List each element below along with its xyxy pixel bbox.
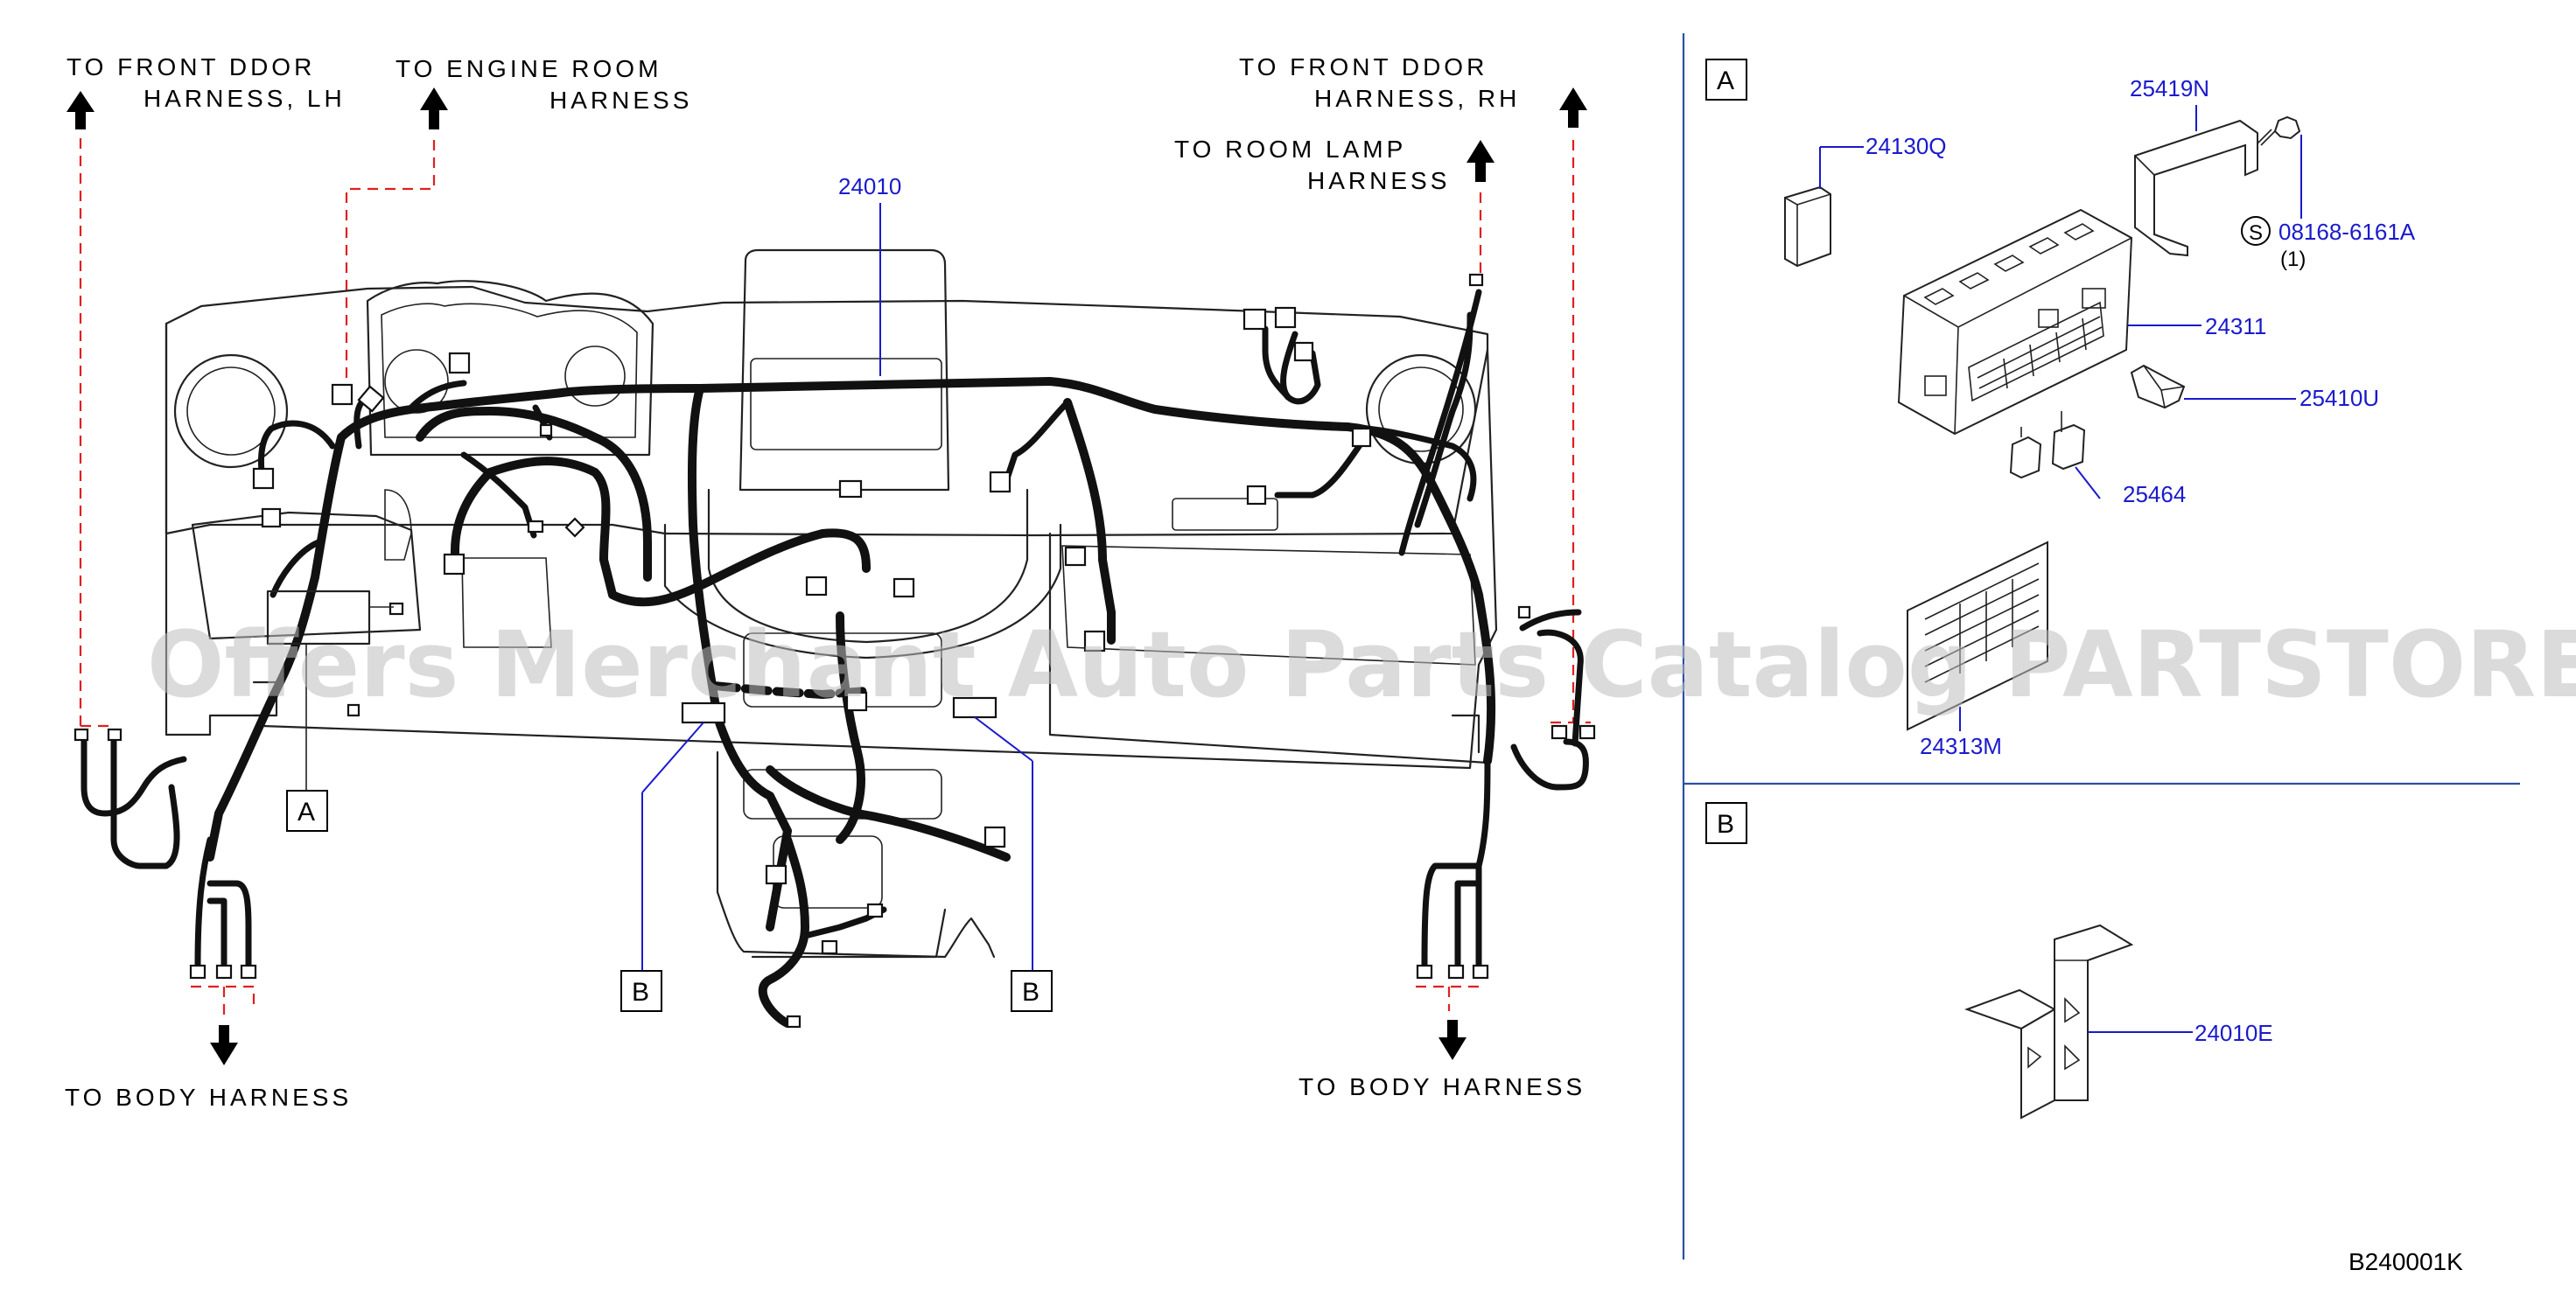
body-harness-left-text: TO BODY HARNESS (65, 1084, 352, 1111)
part-number-24311: 24311 (2205, 313, 2266, 339)
callout-24010: 24010 (838, 173, 901, 376)
s-symbol-icon (2241, 216, 2271, 246)
watermark-text: Offers Merchant Auto Parts Catalog PARTS… (147, 611, 2576, 718)
part-24010E: 24010E (1964, 924, 2273, 1120)
part-number-24010: 24010 (838, 173, 901, 199)
part-08168-6161A: S 08168-6161A (1) (2241, 115, 2416, 271)
front-door-rh-line1: TO FRONT DDOR (1239, 53, 1488, 80)
part-24311: 24311 (1897, 208, 2266, 436)
panel-a: A 24130Q 25419N S 08168-6161A (1) (1705, 59, 2416, 759)
engine-room-line2: HARNESS (550, 87, 692, 114)
callout-box-a-main: A (286, 790, 328, 832)
callout-box-b-1: B (620, 722, 704, 1012)
arrow-up-icon (1559, 87, 1587, 128)
part-25464: 25464 (2009, 411, 2186, 507)
front-door-rh-line2: HARNESS, RH (1314, 85, 1520, 112)
callout-box-b-2: B (974, 716, 1053, 1012)
label-front-door-rh: TO FRONT DDOR HARNESS, RH (1239, 53, 1587, 128)
room-lamp-line1: TO ROOM LAMP (1174, 136, 1406, 163)
part-number-24130Q: 24130Q (1866, 133, 1947, 159)
part-24130Q: 24130Q (1784, 133, 1947, 268)
label-body-harness-right: TO BODY HARNESS (1298, 1020, 1586, 1100)
panel-b: B 24010E (1705, 802, 2273, 1120)
part-25410U: 25410U (2130, 364, 2379, 411)
diagram-code: B240001K (2348, 1248, 2463, 1275)
callout-a-text: A (298, 798, 315, 827)
part-number-25464: 25464 (2123, 481, 2186, 507)
arrow-up-icon (1466, 140, 1494, 182)
panel-a-title: A (1717, 66, 1734, 95)
harness-connectors (74, 273, 1596, 1029)
main-wiring-harness (80, 289, 1589, 1028)
room-lamp-line2: HARNESS (1307, 167, 1450, 194)
front-door-lh-line1: TO FRONT DDOR (66, 53, 315, 80)
label-engine-room: TO ENGINE ROOM HARNESS (396, 55, 692, 129)
callout-b1-text: B (632, 978, 649, 1007)
red-leader-lines (79, 138, 1591, 1015)
part-number-24313M: 24313M (1920, 733, 2002, 759)
part-number-08168-6161A: 08168-6161A (2278, 219, 2416, 245)
label-body-harness-left: TO BODY HARNESS (65, 1025, 352, 1111)
part-number-24010E: 24010E (2194, 1020, 2273, 1046)
part-24313M: 24313M (1907, 541, 2048, 759)
part-number-25410U: 25410U (2300, 385, 2379, 411)
engine-room-line1: TO ENGINE ROOM (396, 55, 662, 82)
arrow-down-icon (210, 1025, 238, 1065)
body-harness-right-text: TO BODY HARNESS (1298, 1073, 1586, 1100)
panel-b-title: B (1717, 810, 1734, 839)
label-room-lamp: TO ROOM LAMP HARNESS (1174, 136, 1494, 194)
arrow-down-icon (1438, 1020, 1466, 1060)
bolt-symbol-text: S (2249, 221, 2263, 245)
bolt-quantity: (1) (2280, 248, 2306, 271)
part-25419N: 25419N (2130, 75, 2258, 257)
callout-b2-text: B (1022, 978, 1040, 1007)
arrow-up-icon (66, 91, 94, 129)
front-door-lh-line2: HARNESS, LH (144, 85, 346, 112)
fuse-block-location (266, 590, 394, 791)
label-front-door-lh: TO FRONT DDOR HARNESS, LH (66, 53, 346, 129)
part-number-25419N: 25419N (2130, 75, 2209, 101)
arrow-up-icon (420, 87, 448, 129)
